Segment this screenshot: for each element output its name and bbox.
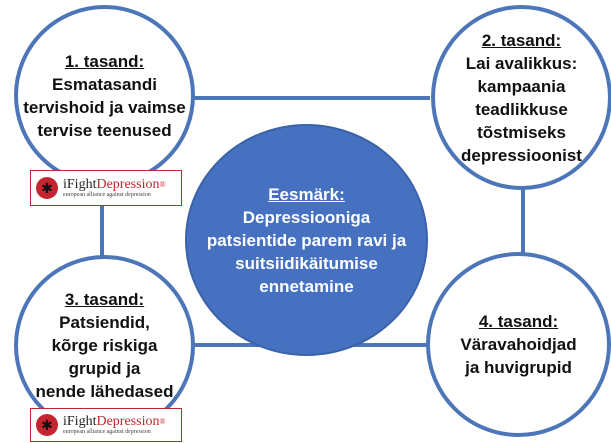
level-2-circle: 2. tasand: Lai avalikkus: kampaania tead… — [431, 5, 611, 190]
goal-line-1: Depressiooniga — [242, 207, 371, 227]
level-3-title: 3. tasand: — [64, 290, 145, 309]
level-1-circle: 1. tasand: Esmatasandi tervishoid ja vai… — [14, 5, 195, 186]
level-1-line-1: Esmatasandi — [52, 74, 157, 94]
level-4-title: 4. tasand: — [478, 312, 559, 331]
level-2-title: 2. tasand: — [481, 30, 562, 50]
level-2-line-5: depressioonist — [461, 145, 582, 165]
level-3-line-2: kõrge riskiga — [51, 336, 158, 355]
level-3-line-4: nende lähedased — [35, 382, 174, 401]
goal-line-2: patsientide parem ravi ja — [206, 230, 407, 250]
logo-brand: iFightDepression® — [63, 414, 166, 429]
level-3-line-3: grupid ja — [68, 359, 141, 378]
level-2-line-4: tõstmiseks — [477, 122, 566, 142]
level-2-line-3: teadlikkuse — [475, 99, 568, 119]
level-3-line-1: Patsiendid, — [59, 313, 150, 332]
level-2-line-2: kampaania — [477, 76, 566, 96]
person-icon: ✱ — [36, 414, 58, 436]
level-4-line-2: ja huvigrupid — [465, 358, 572, 377]
level-1-line-3: tervise teenused — [37, 120, 172, 140]
level-4-line-1: Väravahoidjad — [460, 335, 577, 354]
level-1-title: 1. tasand: — [64, 51, 145, 71]
logo-tagline: european alliance against depression — [63, 192, 151, 198]
level-4-circle: 4. tasand: Väravahoidjad ja huvigrupid — [426, 252, 611, 437]
goal-circle: Eesmärk: Depressiooniga patsientide pare… — [185, 124, 428, 356]
level-3-circle: 3. tasand: Patsiendid, kõrge riskiga gru… — [14, 255, 195, 436]
ifightdepression-logo-bottom: ✱ iFightDepression® european alliance ag… — [30, 408, 182, 442]
logo-tagline: european alliance against depression — [63, 429, 151, 435]
level-2-line-1: Lai avalikkus: — [465, 53, 578, 73]
goal-line-4: ennetamine — [259, 276, 354, 296]
ifightdepression-logo-top: ✱ iFightDepression® european alliance ag… — [30, 170, 182, 206]
goal-title: Eesmärk: — [268, 184, 345, 204]
goal-line-3: suitsiidikäitumise — [235, 253, 378, 273]
level-1-line-2: tervishoid ja vaimse — [23, 97, 186, 117]
logo-brand: iFightDepression® — [63, 177, 166, 192]
person-icon: ✱ — [36, 177, 58, 199]
